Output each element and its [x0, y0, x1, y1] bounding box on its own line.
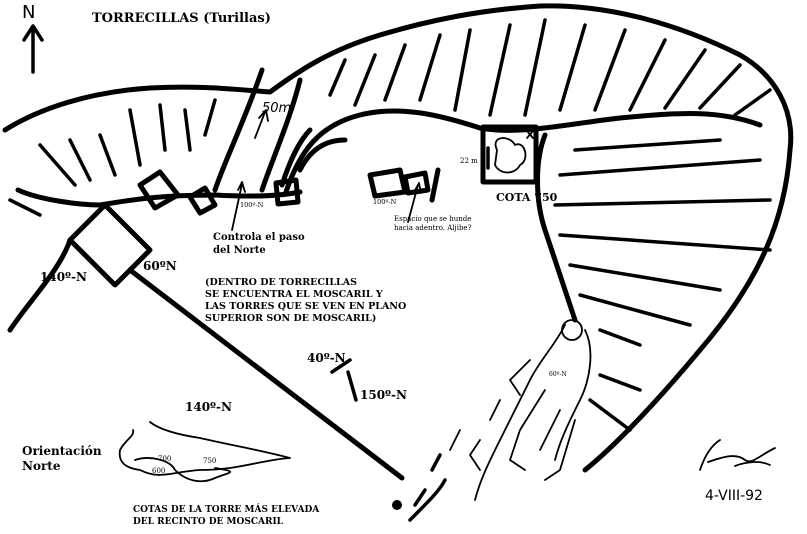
orientation-label: Orientación	[22, 444, 102, 458]
scale-label: 50m	[262, 101, 291, 116]
note-text: (DENTRO DE TORRECILLAS SE ENCUENTRA EL M…	[205, 277, 406, 324]
buildings	[67, 124, 539, 288]
scale-arrow-icon	[254, 109, 269, 139]
outer-cliff-line	[2, 3, 794, 473]
inset-caption-2: DEL RECINTO DE MOSCARIL	[133, 517, 284, 527]
bearing-label: 100º-N	[240, 201, 264, 209]
slope-hatching	[8, 18, 772, 432]
signature-date: 4-VIII-92	[705, 488, 763, 504]
contour-700: 700	[158, 455, 171, 463]
north-pass-line	[212, 67, 348, 193]
tower-detail	[494, 137, 527, 174]
pick-icon	[526, 130, 534, 139]
cota-750-label: COTA 750	[496, 191, 558, 204]
long-wall	[127, 267, 405, 481]
note-line: (DENTRO DE TORRECILLAS	[205, 277, 357, 288]
bearing-label: 140º-N	[40, 270, 87, 284]
contour-750: 750	[203, 457, 216, 465]
inset-contour-map	[118, 421, 291, 483]
bearing-label: 60º-N	[549, 371, 567, 378]
inner-triangle-line	[535, 132, 578, 323]
north-label: N	[22, 2, 35, 23]
cota-750-tower	[480, 124, 539, 185]
signature	[699, 439, 776, 471]
controla-label-2: del Norte	[213, 245, 266, 256]
bearing-label: 60ºN	[143, 259, 177, 273]
distance-label: 22 m	[460, 157, 478, 165]
north-arrow-icon: N	[22, 2, 44, 74]
orientation-label-2: Norte	[22, 459, 61, 473]
bearing-label: 150º-N	[360, 388, 407, 402]
wall-end-point	[392, 500, 402, 510]
note-line: SUPERIOR SON DE MOSCARIL)	[205, 313, 376, 324]
inset-caption: COTAS DE LA TORRE MÁS ELEVADA	[133, 503, 320, 515]
note-line: SE ENCUENTRA EL MOSCARIL Y	[205, 289, 383, 300]
aljibe-label: Espacio que se hunde	[394, 215, 471, 223]
bearing-label: 100º-N	[373, 198, 397, 206]
bearing-label: 40º-N	[307, 351, 346, 365]
main-tower	[67, 202, 153, 288]
controla-label: Controla el paso	[213, 232, 305, 243]
bearing-label: 140º-N	[185, 400, 232, 414]
note-line: LAS TORRES QUE SE VEN EN PLANO	[205, 301, 406, 312]
aljibe-label-2: hacia adentro. Aljibe?	[394, 224, 472, 232]
contour-600: 600	[152, 467, 165, 475]
rocky-ridge	[449, 319, 592, 501]
map-title: TORRECILLAS (Turillas)	[92, 11, 271, 26]
